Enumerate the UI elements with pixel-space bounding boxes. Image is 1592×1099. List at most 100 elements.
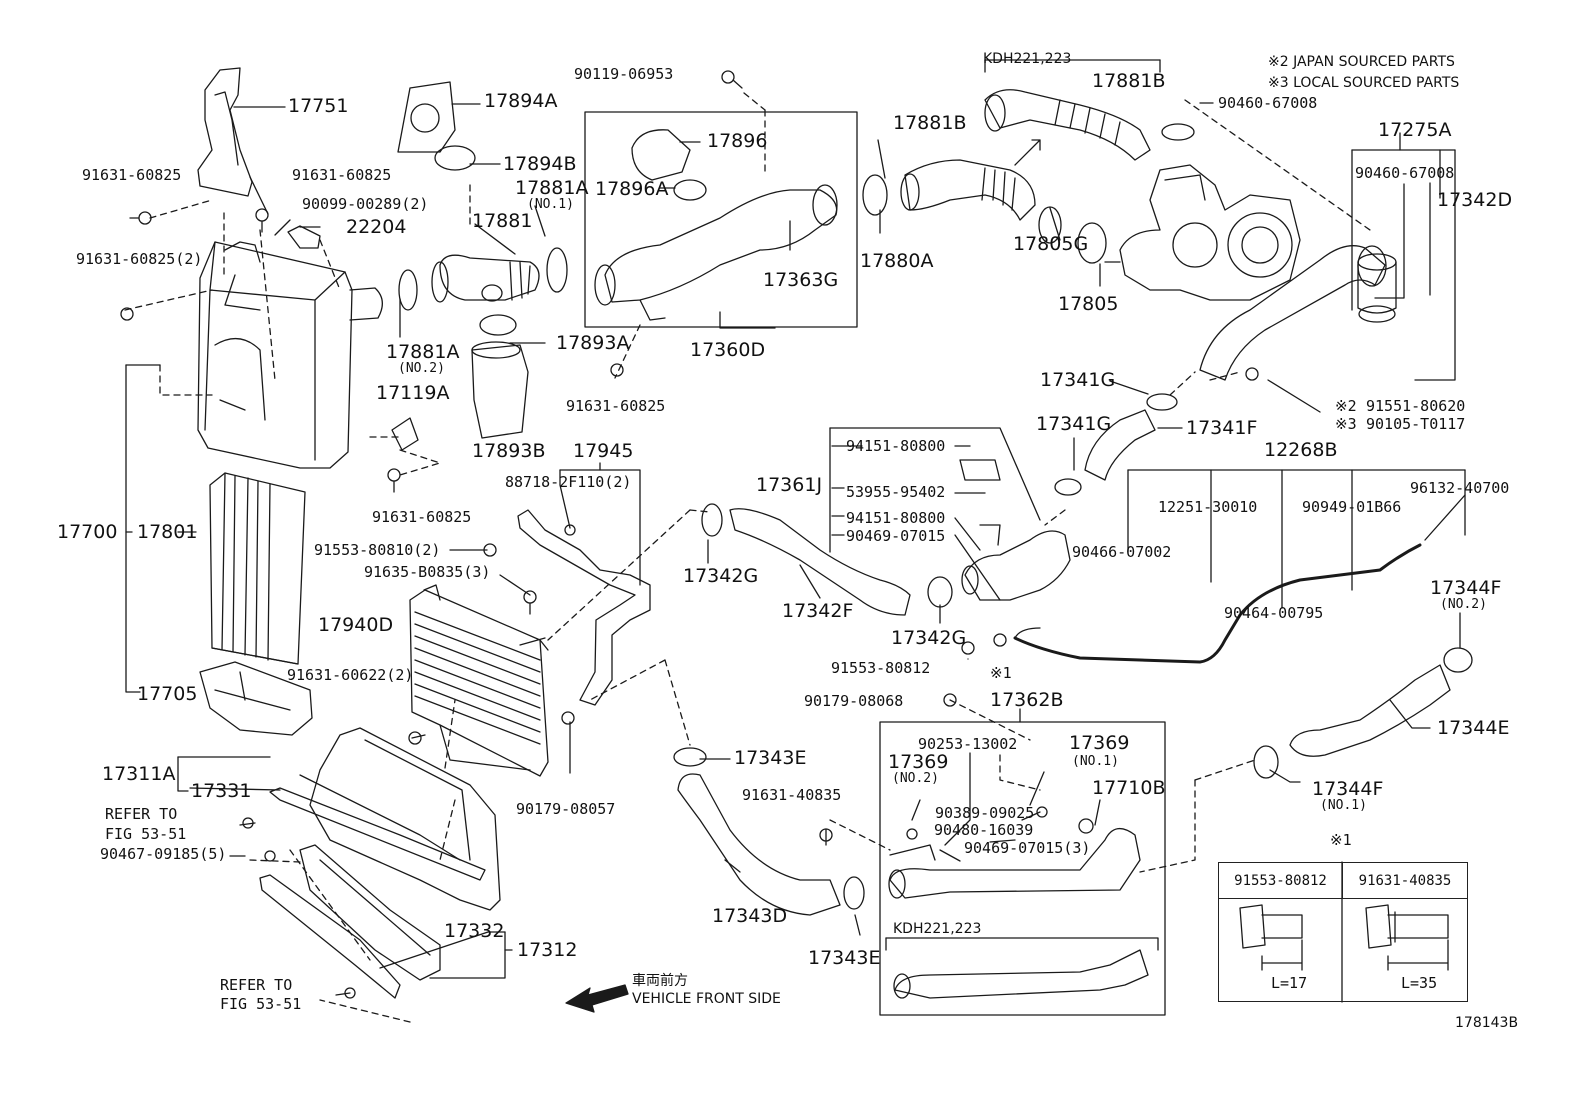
- table-col-91631-40835: 91631-40835: [1343, 863, 1467, 899]
- label-90460-67008-b: 90460-67008: [1355, 164, 1455, 182]
- part-17881A-clamp-no2: [398, 269, 418, 311]
- label-12268B: 12268B: [1264, 439, 1338, 461]
- label-17341G-1: 17341G: [1040, 369, 1116, 391]
- bolt-length-table: 91553-80812 91631-40835 L=17 L=35: [1218, 862, 1468, 1002]
- label-88718-2F110: 88718-2F110(2): [505, 473, 632, 491]
- label-17312: 17312: [517, 939, 578, 961]
- part-17700-air-cleaner: [197, 241, 383, 469]
- note-model-bottom: KDH221,223: [893, 921, 982, 937]
- part-17363G-pipe: [594, 184, 838, 321]
- part-17331-strip: [269, 787, 486, 881]
- label-17343E-2: 17343E: [808, 947, 881, 969]
- label-91551-80620: 91551-80620: [1366, 397, 1466, 415]
- label-17341F: 17341F: [1186, 417, 1258, 439]
- part-17344E-hose: [1289, 664, 1451, 757]
- label-17331: 17331: [191, 780, 252, 802]
- label-17881B-2: 17881B: [893, 112, 967, 134]
- label-no1-a: (NO.1): [527, 197, 574, 212]
- bolt-table-drawing: [1239, 861, 1449, 1003]
- label-17801: 17801: [137, 521, 198, 543]
- label-no2-b: (NO.2): [1440, 597, 1487, 612]
- label-17893B: 17893B: [472, 440, 546, 462]
- part-17801-filter: [209, 472, 306, 665]
- label-91631-40835: 91631-40835: [742, 786, 842, 804]
- label-17344F-2: 17344F: [1312, 778, 1384, 800]
- part-17805G-clamp: [1038, 206, 1062, 244]
- part-17312-lower: [299, 844, 441, 981]
- label-90179-08068: 90179-08068: [804, 692, 904, 710]
- part-17881-hose: [431, 254, 540, 303]
- label-17119A: 17119A: [376, 382, 450, 404]
- part-17894B-clamp: [434, 145, 476, 171]
- label-22204: 22204: [346, 216, 407, 238]
- label-17342D: 17342D: [1437, 189, 1513, 211]
- label-91631-60825-c: 91631-60825: [372, 508, 472, 526]
- label-17344F-1: 17344F: [1430, 577, 1502, 599]
- refer-fig-1a: REFER TO: [105, 805, 178, 823]
- part-17805-gasket: [1077, 222, 1107, 264]
- label-90460-67008-a: 90460-67008: [1218, 94, 1318, 112]
- part-17344F-clamp-no1: [1253, 745, 1279, 779]
- part-17342G-clamp-a: [701, 503, 723, 537]
- part-17893A-clamp: [479, 314, 517, 336]
- label-17894B: 17894B: [503, 153, 577, 175]
- part-22204-sensor: [287, 225, 321, 249]
- label-17805: 17805: [1058, 293, 1119, 315]
- label-17343D: 17343D: [712, 905, 788, 927]
- label-no2-c: (NO.2): [892, 771, 939, 786]
- label-91635-B0835: 91635-B0835(3): [364, 563, 491, 581]
- label-17363G: 17363G: [763, 269, 839, 291]
- part-17940D-intercooler: [409, 584, 549, 777]
- label-17360D: 17360D: [690, 339, 766, 361]
- label-17940D: 17940D: [318, 614, 394, 636]
- label-17705: 17705: [137, 683, 198, 705]
- part-17344F-clamp-no2: [1443, 647, 1473, 673]
- part-17881B-hose-lower: [900, 159, 1036, 221]
- part-17705-bracket: [199, 661, 313, 736]
- label-90179-08057: 90179-08057: [516, 800, 616, 818]
- label-17896A: 17896A: [595, 178, 669, 200]
- label-91553-80812: 91553-80812: [831, 659, 931, 677]
- part-17342G-clamp-b: [927, 576, 953, 608]
- part-12268B-hose: [1013, 543, 1422, 664]
- part-17343E-clamp-a: [673, 747, 707, 767]
- label-90466-07002: 90466-07002: [1072, 543, 1172, 561]
- part-17896-sensor: [631, 129, 691, 181]
- label-90469-07015: 90469-07015: [846, 527, 946, 545]
- label-17896: 17896: [707, 130, 768, 152]
- label-17805G: 17805G: [1013, 233, 1089, 255]
- label-ref2: ※2: [1335, 397, 1357, 415]
- label-17881B-1: 17881B: [1092, 70, 1166, 92]
- label-17751: 17751: [288, 95, 349, 117]
- label-90119-06953: 90119-06953: [574, 65, 674, 83]
- label-94151-80800-b: 94151-80800: [846, 509, 946, 527]
- label-90480-16039: 90480-16039: [934, 821, 1034, 839]
- label-17881A-2: 17881A: [386, 341, 460, 363]
- part-17342F-hose: [729, 508, 911, 616]
- label-ref3: ※3: [1335, 415, 1357, 433]
- label-17945: 17945: [573, 440, 634, 462]
- table-title: ※1: [1330, 831, 1352, 849]
- part-17881A-clamp-no1: [546, 247, 568, 293]
- part-17341G-clamp-a: [1146, 393, 1178, 411]
- part-17341G-clamp-b: [1054, 478, 1082, 496]
- label-17369-1: 17369: [888, 751, 949, 773]
- label-90253-13002: 90253-13002: [918, 735, 1018, 753]
- label-53955-95402: 53955-95402: [846, 483, 946, 501]
- leader-lines: [125, 59, 1466, 1016]
- note-local-sourced: ※3 LOCAL SOURCED PARTS: [1268, 75, 1460, 91]
- part-17893B-duct: [471, 341, 529, 439]
- label-91553-80810: 91553-80810(2): [314, 541, 441, 559]
- label-17880A: 17880A: [860, 250, 934, 272]
- part-17341F-hose: [1084, 409, 1156, 481]
- label-90389-09025: 90389-09025: [935, 804, 1035, 822]
- part-17119A-bracket: [391, 417, 419, 451]
- label-17700: 17700: [57, 521, 118, 543]
- label-17342F: 17342F: [782, 600, 854, 622]
- part-17275A-clamp: [1358, 305, 1396, 323]
- label-17361J: 17361J: [756, 474, 823, 496]
- label-91631-60825-2: 91631-60825(2): [76, 250, 203, 268]
- label-90099-00289: 90099-00289(2): [302, 195, 429, 213]
